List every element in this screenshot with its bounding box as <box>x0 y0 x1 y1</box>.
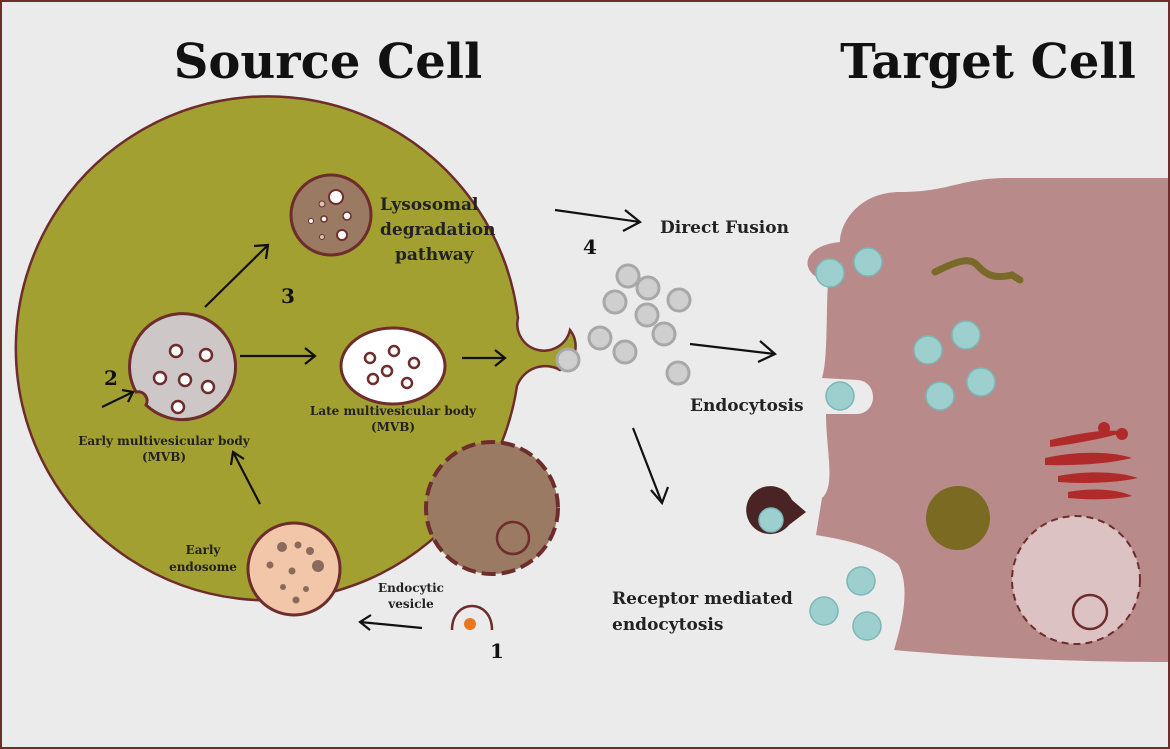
early-mvb-label-line2: (MVB) <box>142 450 186 464</box>
endocytic-vesicle-label-line2: vesicle <box>387 597 434 611</box>
extracellular-teal-vesicles <box>809 566 882 641</box>
target-nucleus <box>1011 515 1141 645</box>
receptor-vesicle <box>758 507 784 533</box>
pathway-arrows <box>554 208 777 506</box>
lysosomal-label-line1: Lysosomal <box>380 195 479 215</box>
target-cell-title: Target Cell <box>840 34 1136 90</box>
source-arrows <box>101 243 507 631</box>
step-1-label: 1 <box>490 639 504 663</box>
target-organelle <box>926 486 990 550</box>
lysosome <box>289 173 373 257</box>
early-endosome-label-line2: endosome <box>169 560 237 574</box>
step-4-label: 4 <box>583 235 597 259</box>
lysosomal-label-line3: pathway <box>395 245 475 265</box>
receptor-mediated-label-line2: endocytosis <box>612 615 723 635</box>
endocytic-vesicle-dot <box>464 618 476 630</box>
late-mvb <box>339 326 447 406</box>
source-nucleus <box>424 440 560 576</box>
early-endosome <box>246 521 342 617</box>
late-mvb-label-line1: Late multivesicular body <box>310 404 477 418</box>
early-mvb <box>128 312 237 422</box>
target-squiggle <box>931 257 1024 284</box>
exosomes <box>555 263 692 386</box>
step-3-label: 3 <box>281 284 295 308</box>
endocytosis-label: Endocytosis <box>690 396 804 416</box>
late-mvb-label-line2: (MVB) <box>371 420 415 434</box>
direct-fusion-label: Direct Fusion <box>660 218 789 238</box>
lysosomal-label-line2: degradation <box>380 220 495 240</box>
receptor-mediated-label-line1: Receptor mediated <box>612 589 793 609</box>
endocytic-vesicle-label-line1: Endocytic <box>378 581 444 595</box>
target-vesicles <box>815 247 996 411</box>
step-2-label: 2 <box>104 366 118 390</box>
target-golgi <box>1045 422 1138 500</box>
source-cell-title: Source Cell <box>174 34 483 90</box>
early-mvb-label-line1: Early multivesicular body <box>78 434 251 448</box>
early-endosome-label-line1: Early <box>186 543 222 557</box>
